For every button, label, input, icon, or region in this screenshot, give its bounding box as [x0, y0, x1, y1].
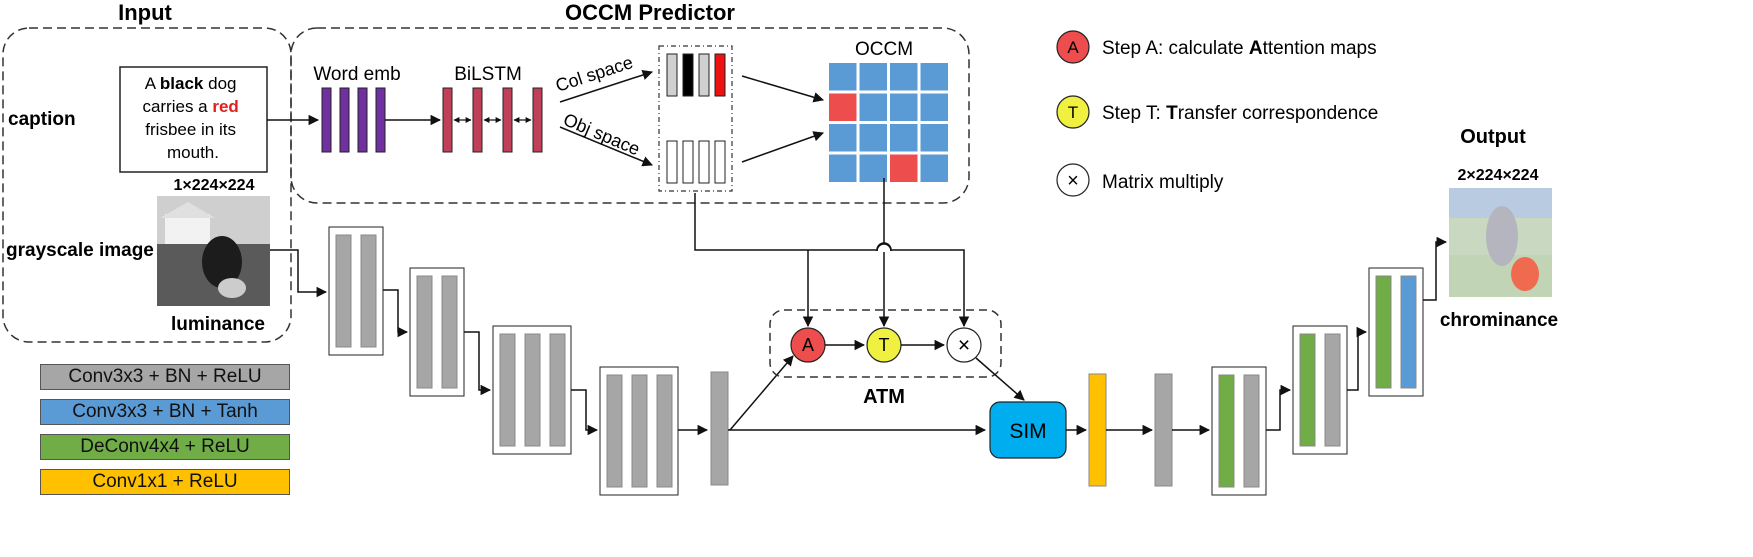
- legend-deconv-relu: DeConv4x4 + ReLU: [40, 434, 290, 460]
- decoder-block-2: [1292, 325, 1348, 455]
- grayscale-image: [157, 196, 270, 306]
- col-space-arrow: [559, 69, 653, 103]
- legend-conv-bn-relu: Conv3x3 + BN + ReLU: [40, 364, 290, 390]
- enc3-to-enc4-arrow: [571, 389, 599, 436]
- space-vectors-box: [658, 45, 733, 192]
- occm-cell: [890, 154, 918, 182]
- bottleneck-layer: [710, 371, 729, 486]
- occm-cell: [920, 63, 948, 91]
- occm-cell: [890, 93, 918, 121]
- obj-to-occm-arrow: [741, 131, 824, 163]
- bottleneck-to-a-arrow: [729, 355, 794, 431]
- step-a-legend: A Step A: calculate Attention maps: [1056, 30, 1377, 64]
- input-header: Input: [118, 0, 172, 25]
- svg-text:A: A: [1067, 38, 1079, 57]
- matrix-multiply-legend: × Matrix multiply: [1056, 163, 1224, 197]
- obj-space-label: Obj space: [560, 109, 642, 159]
- object-vectors: [666, 140, 726, 184]
- atm-step-a-symbol: A: [802, 335, 814, 355]
- sim-label: SIM: [1009, 420, 1046, 443]
- obj-space-arrow: [559, 126, 653, 167]
- legend-conv-bn-tanh: Conv3x3 + BN + Tanh: [40, 399, 290, 425]
- occm-cell: [920, 124, 948, 152]
- svg-text:×: ×: [1067, 170, 1079, 192]
- input-image-dims: 1×224×224: [174, 177, 255, 194]
- atm-label: ATM: [863, 386, 905, 408]
- bilstm-label: BiLSTM: [454, 64, 522, 85]
- enc1-to-enc2-arrow: [383, 289, 409, 338]
- encoder-block-4: [599, 366, 679, 496]
- image-label: grayscale image: [6, 240, 154, 261]
- atm-step-t-symbol: T: [879, 335, 890, 355]
- color-vectors: [666, 53, 726, 97]
- predictor-header: OCCM Predictor: [565, 0, 735, 25]
- decoder-block-3: [1368, 267, 1424, 397]
- luminance-label: luminance: [171, 314, 265, 335]
- encoder-block-1: [328, 226, 384, 356]
- occm-cell: [890, 124, 918, 152]
- occm-cell: [829, 154, 857, 182]
- predictor-group-box: [290, 27, 970, 204]
- step-t-legend: T Step T: Transfer correspondence: [1056, 95, 1378, 129]
- occm-matrix: [829, 63, 948, 182]
- occm-cell: [859, 63, 887, 91]
- svg-text:T: T: [1068, 103, 1078, 122]
- occm-cell: [859, 124, 887, 152]
- svg-text:Step T: Transfer correspondenc: Step T: Transfer correspondence: [1102, 103, 1378, 124]
- caption-text: A black dog carries a red frisbee in its…: [142, 74, 243, 162]
- svg-text:Matrix multiply: Matrix multiply: [1102, 172, 1224, 193]
- occm-cell: [829, 124, 857, 152]
- svg-text:Step A: calculate Attention ma: Step A: calculate Attention maps: [1102, 38, 1377, 59]
- x-to-sim-arrow: [975, 357, 1025, 401]
- output-header: Output: [1460, 126, 1526, 148]
- enc2-to-enc3-arrow: [464, 331, 492, 396]
- conv1x1-layer: [1088, 373, 1107, 487]
- word-emb-label: Word emb: [313, 64, 400, 85]
- atm-matrix-multiply: [946, 327, 982, 363]
- col-vectors-route: [694, 193, 970, 328]
- bilstm-block: [442, 87, 543, 153]
- atm-multiply-symbol: ×: [958, 334, 970, 357]
- chrominance-label: chrominance: [1440, 310, 1558, 331]
- output-dims: 2×224×224: [1458, 167, 1539, 184]
- occm-cell: [829, 93, 857, 121]
- image-to-enc1-arrow: [270, 249, 328, 298]
- occm-cell: [829, 63, 857, 91]
- encoder-block-3: [492, 325, 572, 455]
- encoder-block-2: [409, 267, 465, 397]
- occm-cell: [920, 154, 948, 182]
- occm-cell: [859, 93, 887, 121]
- chrominance-image: [1449, 188, 1552, 297]
- occm-cell: [890, 63, 918, 91]
- dec1-to-dec2-arrow: [1266, 384, 1292, 431]
- caption-label: caption: [8, 109, 76, 130]
- decoder-conv-layer: [1154, 373, 1173, 487]
- occm-cell: [920, 93, 948, 121]
- decoder-block-1: [1211, 366, 1267, 496]
- input-group-box: [2, 27, 292, 343]
- caption-box: [119, 66, 268, 173]
- occm-cell: [859, 154, 887, 182]
- col-to-occm-arrow: [741, 75, 825, 103]
- col-space-label: Col space: [553, 52, 635, 96]
- legend-conv1x1-relu: Conv1x1 + ReLU: [40, 469, 290, 495]
- occm-label: OCCM: [855, 39, 913, 60]
- dec2-to-dec3-arrow: [1347, 326, 1368, 391]
- dec3-to-output-arrow: [1423, 236, 1448, 301]
- word-emb-block: [321, 87, 386, 153]
